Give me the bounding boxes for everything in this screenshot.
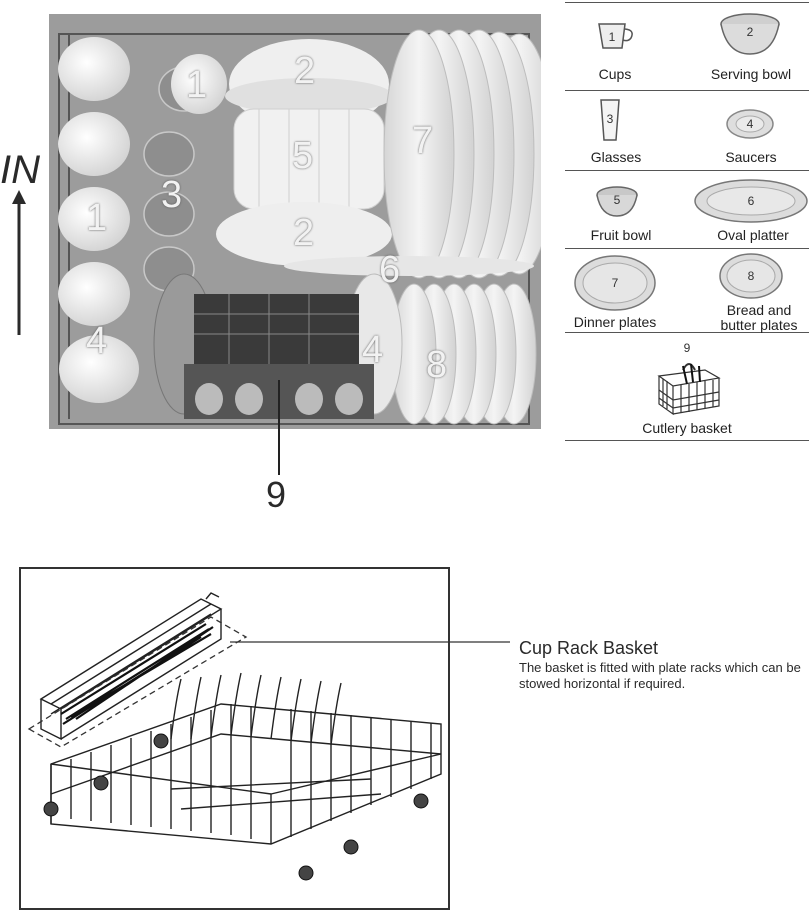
photo-label-saucers-left: 4 — [86, 320, 108, 362]
dinner-plate-icon: 7 — [574, 255, 656, 311]
legend-label-serving-bowl: Serving bowl — [710, 66, 792, 82]
svg-text:4: 4 — [747, 117, 754, 131]
callout-line — [278, 380, 280, 475]
cup-rack-title: Cup Rack Basket — [519, 638, 659, 658]
cups-left-column — [58, 37, 139, 403]
dish-rack-drawing — [27, 592, 442, 881]
up-arrow-icon — [12, 190, 26, 335]
photo-label-dinner-plates: 7 — [412, 120, 434, 162]
direction-label: IN — [0, 148, 40, 192]
glass-icon: 3 — [600, 99, 620, 141]
photo-label-cup: 1 — [186, 64, 208, 106]
legend-panel: 1 Cups 2 Serving bowl 3 Glasses 4 Saucer… — [565, 0, 809, 445]
legend-label-saucers: Saucers — [725, 149, 777, 165]
oval-platter-icon: 6 — [694, 179, 808, 223]
photo-label-bread-plates: 8 — [426, 344, 448, 386]
svg-text:3: 3 — [607, 112, 614, 126]
photo-label-saucers: 4 — [362, 329, 384, 371]
legend-label-cutlery-basket: Cutlery basket — [642, 420, 732, 436]
photo-label-cup-left: 1 — [86, 197, 108, 239]
cutlery-basket-callout: 9 — [266, 474, 287, 515]
svg-text:1: 1 — [609, 30, 616, 44]
leader-line — [230, 641, 510, 643]
legend-divider — [565, 332, 809, 333]
legend-label-bread-plates-2: butter plates — [720, 317, 798, 333]
rack-illustration — [49, 14, 541, 429]
cup-rack-description: The basket is fitted with plate racks wh… — [519, 660, 801, 691]
legend-divider — [565, 248, 809, 249]
photo-label-serving-bowl-lower: 2 — [293, 212, 315, 254]
svg-text:8: 8 — [748, 269, 755, 283]
rack-drawing-frame — [19, 567, 450, 910]
photo-label-glasses: 3 — [161, 174, 183, 216]
legend-num-cutlery-basket: 9 — [683, 341, 691, 355]
cup-icon: 1 — [598, 23, 633, 49]
fruit-bowl-icon: 5 — [596, 186, 638, 217]
saucer-icon: 4 — [726, 109, 774, 139]
serving-bowl-icon: 2 — [720, 13, 780, 55]
photo-label-serving-bowl: 2 — [294, 50, 316, 92]
svg-text:7: 7 — [612, 276, 619, 290]
svg-text:6: 6 — [748, 194, 755, 208]
legend-label-cups: Cups — [598, 66, 632, 82]
legend-divider — [565, 2, 809, 3]
svg-text:5: 5 — [614, 193, 621, 207]
cutlery-basket-icon — [657, 363, 721, 416]
svg-text:2: 2 — [747, 25, 754, 39]
bread-plate-icon: 8 — [719, 253, 783, 299]
legend-label-glasses: Glasses — [590, 149, 642, 165]
photo-label-oval-platter: 6 — [379, 249, 401, 291]
legend-label-dinner-plates: Dinner plates — [573, 314, 657, 330]
loaded-rack-photo: 1 2 1 3 5 7 2 6 4 4 8 — [49, 14, 541, 429]
legend-label-oval-platter: Oval platter — [717, 227, 789, 243]
photo-label-fruit-bowl: 5 — [292, 135, 314, 177]
legend-label-fruit-bowl: Fruit bowl — [590, 227, 652, 243]
legend-divider — [565, 170, 809, 171]
legend-label-bread-plates-1: Bread and — [726, 302, 792, 318]
legend-divider — [565, 90, 809, 91]
legend-divider — [565, 440, 809, 441]
